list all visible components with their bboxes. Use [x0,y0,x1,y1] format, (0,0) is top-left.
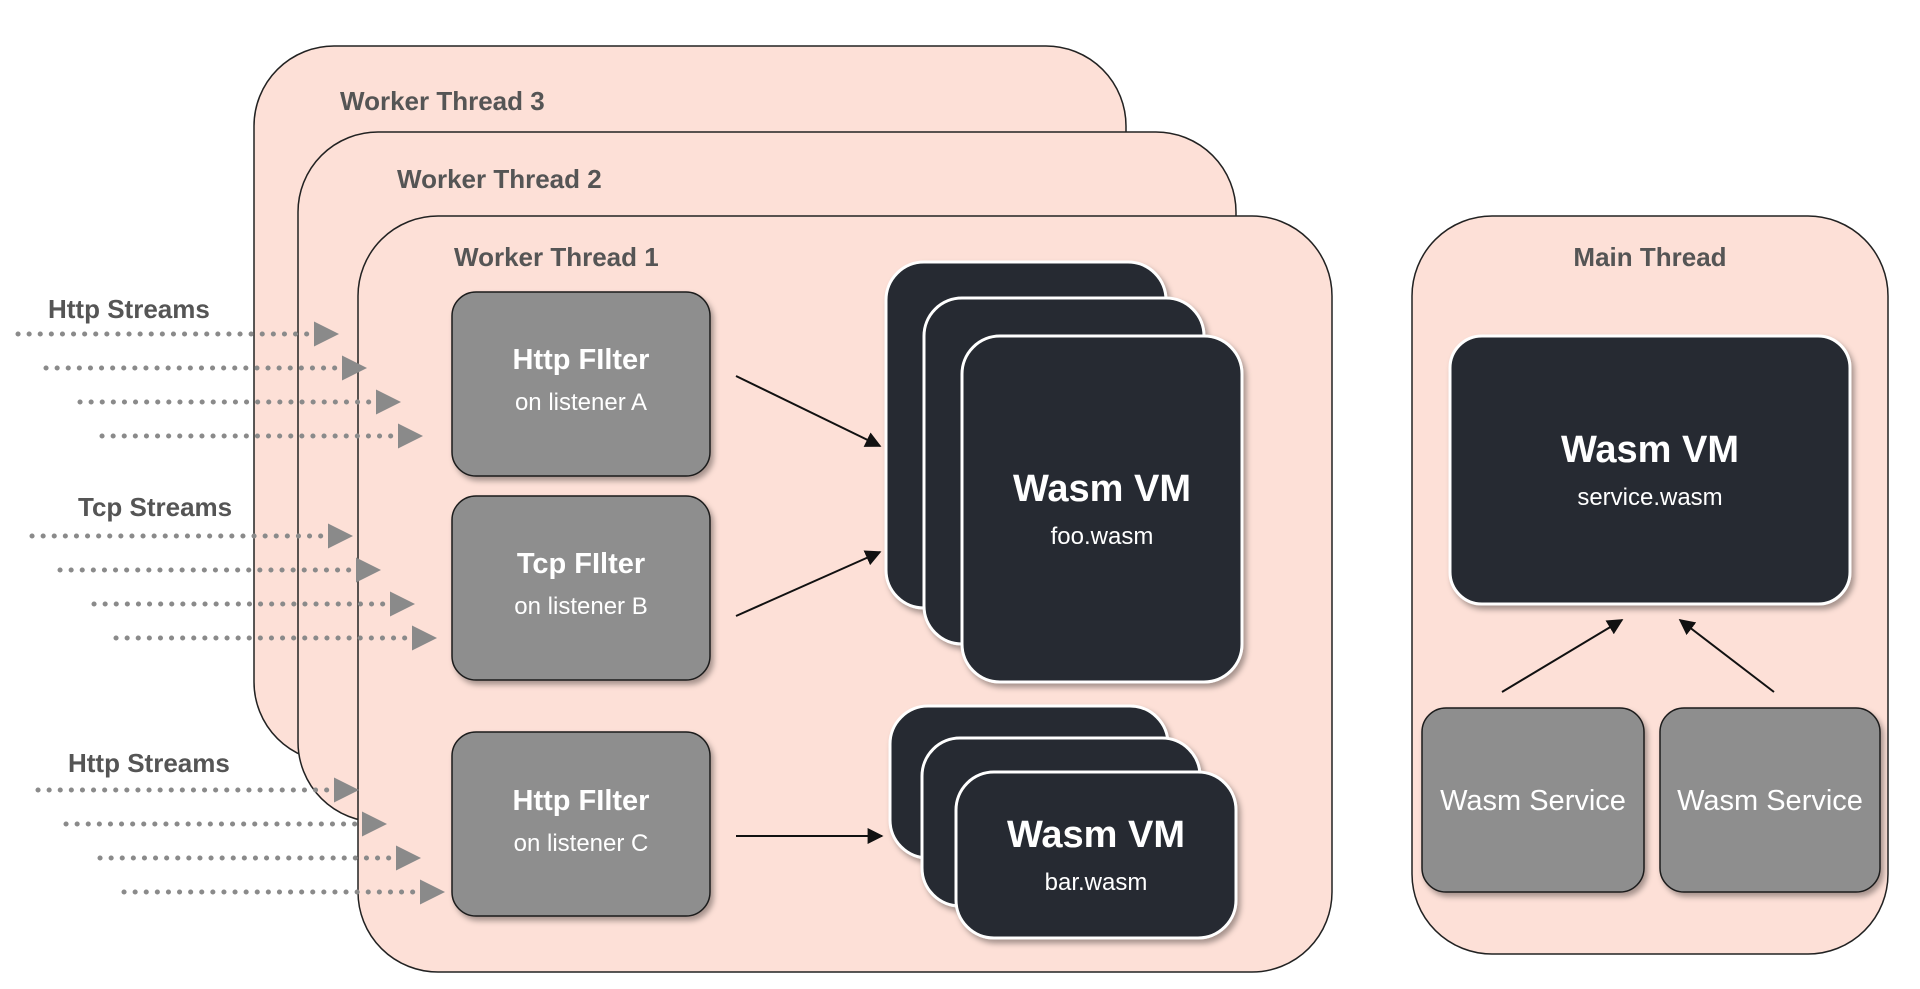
arrow-tcp-b-to-foo [735,550,882,617]
filter-http-c: Http FIlter on listener C [451,731,711,917]
worker-thread-2-title: Worker Thread 2 [397,164,602,194]
wasm-service-2-box [1659,707,1881,893]
wasm-vm-foo-front [960,334,1244,684]
wasm-vm-title: Wasm VM [1013,468,1191,510]
filter-http-a-box [451,291,711,477]
wasm-vm-service-box [1448,334,1852,606]
main-thread-title: Main Thread [1573,242,1726,272]
wasm-vm-bar-front [954,770,1238,940]
wasm-service-title: Wasm Service [1440,785,1626,817]
filter-title: Http FIlter [513,344,650,376]
filter-vm-arrows [735,375,884,844]
filter-subtitle: on listener B [514,593,647,620]
wasm-vm-subtitle: bar.wasm [1045,869,1148,896]
worker-thread-3-title: Worker Thread 3 [340,86,545,116]
filter-subtitle: on listener A [515,389,647,416]
wasm-vm-foo-stack: Wasm VM foo.wasm [884,260,1244,684]
filter-tcp-b: Tcp FIlter on listener B [451,495,711,681]
wasm-vm-subtitle: service.wasm [1577,484,1722,511]
arrow-service-2-to-vm [1678,619,1775,693]
filter-http-c-box [451,731,711,917]
stream-label-tcp: Tcp Streams [78,492,232,522]
arrow-service-1-to-vm [1501,619,1624,693]
filter-title: Http FIlter [513,785,650,817]
wasm-vm-title: Wasm VM [1007,814,1185,856]
wasm-service-2: Wasm Service [1659,707,1881,893]
wasm-service-1-box [1421,707,1645,893]
filter-title: Tcp FIlter [517,548,645,580]
wasm-service-title: Wasm Service [1677,785,1863,817]
wasm-service-1: Wasm Service [1421,707,1645,893]
stream-label-http-2: Http Streams [68,748,230,778]
filter-tcp-b-box [451,495,711,681]
stream-arrows [15,321,445,905]
service-vm-arrows [1501,619,1775,693]
stream-label-http-1: Http Streams [48,294,210,324]
wasm-vm-subtitle: foo.wasm [1051,523,1154,550]
wasm-vm-bar-stack: Wasm VM bar.wasm [888,704,1238,940]
filter-subtitle: on listener C [514,830,649,857]
arrow-http-a-to-foo [735,375,882,447]
wasm-vm-title: Wasm VM [1561,429,1739,471]
filter-http-a: Http FIlter on listener A [451,291,711,477]
worker-thread-1-title-label: Worker Thread 1 [454,242,659,272]
wasm-vm-service: Wasm VM service.wasm [1448,334,1852,606]
